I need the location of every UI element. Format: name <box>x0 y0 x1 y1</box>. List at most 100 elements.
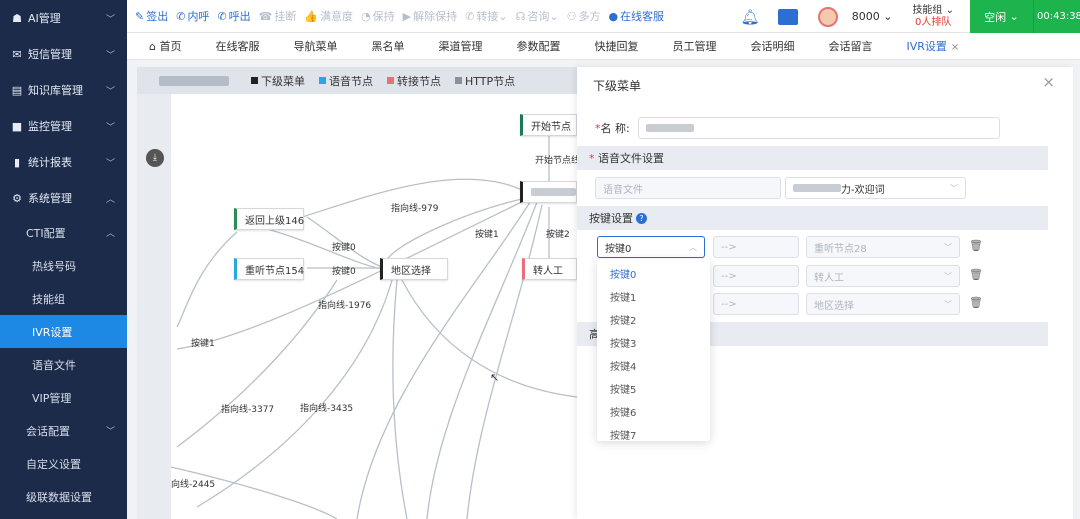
target-node-select[interactable]: 重听节点28﹀ <box>806 236 960 258</box>
delete-icon[interactable]: 🗑︎ <box>969 268 983 281</box>
internal-call-button[interactable]: ✆内呼 <box>176 8 209 24</box>
key-select[interactable]: 按键0︿ <box>597 236 705 258</box>
sidebar-item-cti[interactable]: CTI配置 ︿ <box>0 216 127 249</box>
tab-params[interactable]: 参数配置 <box>516 38 560 54</box>
flow-node-transfer[interactable]: 转人工 <box>522 258 577 280</box>
sidebar-item-label: 自定义设置 <box>26 457 81 471</box>
sidebar-item-session-config[interactable]: 会话配置 ﹀ <box>0 414 127 447</box>
button-label: 多方 <box>578 10 601 23</box>
skill-group-selector[interactable]: 技能组 ⌄ 0人排队 <box>912 4 954 28</box>
tab-ivr[interactable]: IVR设置× <box>906 38 959 54</box>
home-icon: ⌂ <box>149 40 156 53</box>
consult-button[interactable]: ☊咨询⌄ <box>516 8 559 24</box>
outbound-call-button[interactable]: ✆呼出 <box>217 8 250 24</box>
edge-label: 指向线-1976 <box>318 301 372 311</box>
sidebar-item-ivr[interactable]: IVR设置 <box>0 315 127 348</box>
dropdown-option[interactable]: 按键2 <box>597 308 710 331</box>
ivr-flow-canvas[interactable]: 下级菜单 语音节点 转接节点 HTTP节点 ⤓ 开始节点 返回上级146 重听节… <box>137 67 577 519</box>
tab-quick-reply[interactable]: 快捷回复 <box>594 38 638 54</box>
sidebar-item-sms[interactable]: ✉ 短信管理 ﹀ <box>0 36 127 72</box>
name-input[interactable] <box>637 117 1000 139</box>
sidebar-item-voice-file[interactable]: 语音文件 <box>0 348 127 381</box>
delete-icon[interactable]: 🗑︎ <box>969 239 983 252</box>
close-icon[interactable]: × <box>950 42 960 53</box>
chevron-up-icon: ︿ <box>689 242 697 252</box>
flow-edge <box>466 204 543 519</box>
flow-edge <box>196 279 393 508</box>
tab-session-detail[interactable]: 会话明细 <box>750 38 794 54</box>
sidebar-item-cascade[interactable]: 级联数据设置 <box>0 480 127 513</box>
satisfaction-button[interactable]: 👍满意度 <box>304 8 353 24</box>
dropdown-option[interactable]: 按键0 <box>597 262 710 285</box>
sidebar-item-ai[interactable]: ☗ AI管理 ﹀ <box>0 0 127 36</box>
target-node-select[interactable]: 地区选择﹀ <box>806 293 960 315</box>
dropdown-option[interactable]: 按键7 <box>597 423 710 441</box>
help-icon[interactable]: ? <box>636 212 647 224</box>
book-icon: ▤ <box>11 83 23 97</box>
select-value: 地区选择 <box>814 300 854 312</box>
tab-channel[interactable]: 渠道管理 <box>438 38 482 54</box>
flow-node-region[interactable]: 地区选择 <box>380 258 448 280</box>
bar-chart-icon: ▮ <box>13 155 21 169</box>
sidebar-item-custom[interactable]: 自定义设置 <box>0 447 127 480</box>
tab-staff[interactable]: 员工管理 <box>672 38 716 54</box>
node-label: 开始节点 <box>531 121 571 133</box>
pen-icon: ✎ <box>135 9 145 23</box>
sidebar-item-reports[interactable]: ▮ 统计报表 ﹀ <box>0 144 127 180</box>
dropdown-option[interactable]: 按键6 <box>597 400 710 423</box>
sidebar-item-hotline[interactable]: 热线号码 <box>0 249 127 282</box>
tab-home[interactable]: ⌂ 首页 <box>149 38 181 54</box>
online-service-button[interactable]: ●在线客服 <box>608 8 664 24</box>
section-title: 高 <box>589 328 600 341</box>
sidebar-item-skill-group[interactable]: 技能组 <box>0 282 127 315</box>
download-icon[interactable]: ⤓ <box>146 149 164 167</box>
edge-label: 按键0 <box>332 267 356 277</box>
agent-status-button[interactable]: 空闲 ⌄ <box>970 0 1033 33</box>
flow-node-submenu[interactable] <box>520 181 577 203</box>
option-label: 按键6 <box>610 408 637 419</box>
flow-node-replay[interactable]: 重听节点154 <box>234 258 304 280</box>
extension-selector[interactable]: 8000 ⌄ <box>851 10 893 23</box>
sign-out-button[interactable]: ✎签出 <box>135 8 168 24</box>
multiparty-button[interactable]: ⚇多方 <box>567 8 601 24</box>
skill-group-label: 技能组 <box>912 4 943 16</box>
hold-button[interactable]: ◔保持 <box>361 8 395 24</box>
sidebar-item-label: IVR设置 <box>32 325 73 339</box>
flow-node-start[interactable]: 开始节点 <box>520 114 577 136</box>
tab-label: 黑名单 <box>371 40 405 53</box>
manual-book-icon[interactable] <box>777 8 798 25</box>
dropdown-option[interactable]: 按键3 <box>597 331 710 354</box>
tab-blacklist[interactable]: 黑名单 <box>371 38 404 54</box>
tab-session-message[interactable]: 会话留言 <box>828 38 872 54</box>
dropdown-option[interactable]: 按键1 <box>597 285 710 308</box>
bell-icon[interactable]: 🔔︎ <box>740 7 760 26</box>
option-label: 按键5 <box>610 385 637 396</box>
mail-icon: ✉ <box>12 47 22 61</box>
transfer-button[interactable]: ✆转接⌄ <box>465 8 507 24</box>
sidebar-item-label: 知识库管理 <box>28 84 83 97</box>
hangup-button[interactable]: ☎挂断 <box>259 8 297 24</box>
close-icon[interactable]: × <box>1042 73 1055 91</box>
sidebar-item-knowledge[interactable]: ▤ 知识库管理 ﹀ <box>0 72 127 108</box>
delete-icon[interactable]: 🗑︎ <box>969 296 983 309</box>
voice-file-select[interactable]: 力-欢迎词﹀ <box>785 177 966 199</box>
chevron-up-icon: ︿ <box>105 194 115 205</box>
flow-node-return[interactable]: 返回上级146 <box>234 208 304 230</box>
sidebar-item-vip[interactable]: VIP管理 <box>0 381 127 414</box>
button-label: 咨询 <box>527 10 550 23</box>
dropdown-option[interactable]: 按键4 <box>597 354 710 377</box>
tab-online-service[interactable]: 在线客服 <box>215 38 259 54</box>
timer-value: 00:43:38 <box>1037 11 1080 22</box>
avatar[interactable] <box>817 6 838 27</box>
voice-file-type-input[interactable]: 语音文件 <box>595 177 781 199</box>
sidebar-item-label: CTI配置 <box>26 226 66 240</box>
queue-count: 0人排队 <box>915 16 952 28</box>
target-node-select[interactable]: 转人工﹀ <box>806 265 960 287</box>
dropdown-option[interactable]: 按键5 <box>597 377 710 400</box>
chevron-down-icon: ﹀ <box>944 242 952 252</box>
tab-nav-menu[interactable]: 导航菜单 <box>293 38 337 54</box>
input-placeholder: --> <box>721 298 737 310</box>
sidebar-item-system[interactable]: ⚙ 系统管理 ︿ <box>0 180 127 216</box>
resume-button[interactable]: ▶解除保持 <box>403 8 457 24</box>
sidebar-item-monitor[interactable]: ■ 监控管理 ﹀ <box>0 108 127 144</box>
